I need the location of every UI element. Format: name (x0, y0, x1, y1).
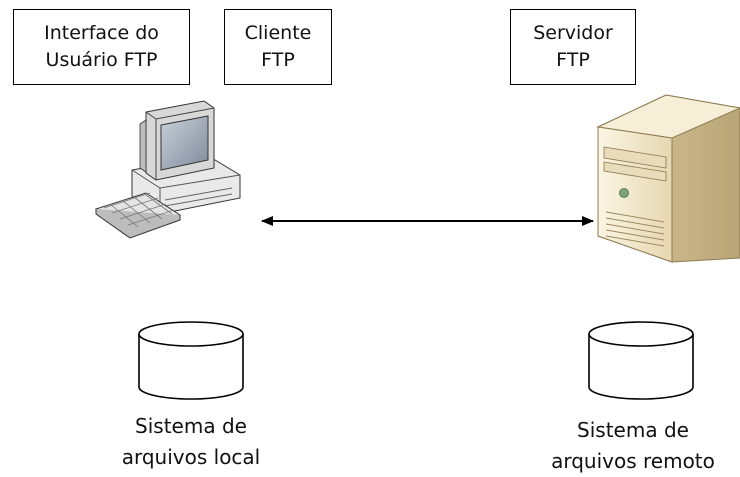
ftp-user-interface-label-line1: Interface do (44, 22, 159, 44)
desktop-computer-icon (94, 100, 241, 239)
remote-filesystem-cylinder-icon (588, 321, 694, 400)
ftp-user-interface-label-line2: Usuário FTP (45, 49, 158, 71)
ftp-server-label-line2: FTP (556, 49, 590, 71)
local-filesystem-caption: Sistema de arquivos local (96, 411, 286, 473)
local-filesystem-caption-line2: arquivos local (121, 445, 261, 469)
ftp-server-box: Servidor FTP (510, 9, 636, 85)
local-filesystem-cylinder-icon (138, 321, 244, 400)
local-filesystem-caption-line1: Sistema de (135, 414, 247, 438)
remote-filesystem-caption-line1: Sistema de (577, 418, 689, 442)
ftp-client-label-line1: Cliente (244, 22, 312, 44)
remote-filesystem-caption: Sistema de arquivos remoto (528, 415, 738, 477)
ftp-user-interface-box: Interface do Usuário FTP (13, 9, 190, 85)
tower-server-icon (596, 94, 740, 263)
ftp-server-label-line1: Servidor (533, 22, 613, 44)
ftp-client-label-line2: FTP (261, 49, 295, 71)
remote-filesystem-caption-line2: arquivos remoto (551, 449, 715, 473)
ftp-client-box: Cliente FTP (224, 9, 332, 85)
